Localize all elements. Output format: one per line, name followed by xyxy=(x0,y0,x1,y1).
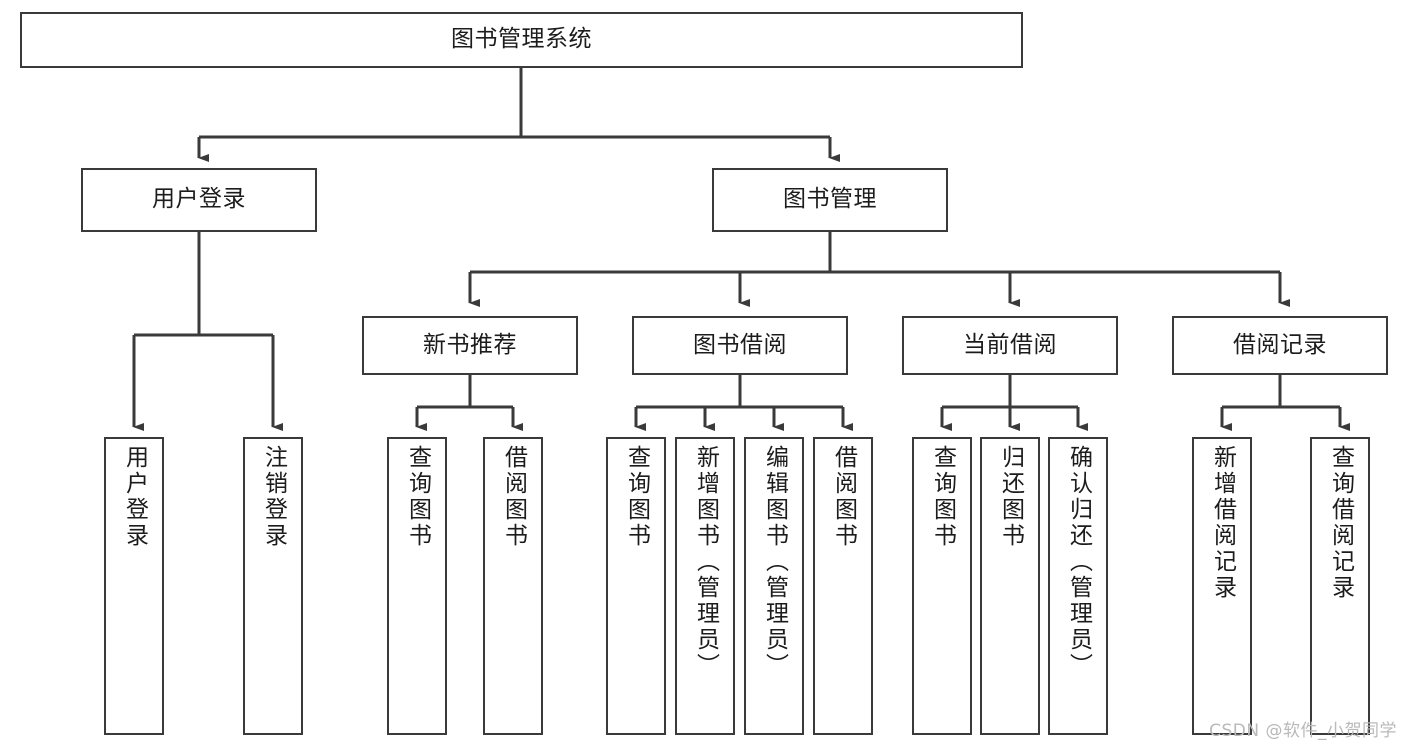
node-root[interactable]: 图书管理系统 xyxy=(20,12,1023,68)
leaf-current-0-label: 查询图书 xyxy=(929,445,956,549)
leaf-current-2-label: 确认归还（管理员） xyxy=(1065,445,1092,679)
leaf-new-book-1[interactable]: 借阅图书 xyxy=(483,437,543,735)
leaf-current-1[interactable]: 归还图书 xyxy=(980,437,1040,735)
node-borrow-record[interactable]: 借阅记录 xyxy=(1172,316,1388,375)
leaf-user-login-1[interactable]: 注销登录 xyxy=(243,437,303,735)
node-user-login[interactable]: 用户登录 xyxy=(81,168,317,232)
leaf-borrow-1[interactable]: 新增图书（管理员） xyxy=(675,437,735,735)
leaf-current-1-label: 归还图书 xyxy=(997,445,1024,549)
leaf-borrow-3[interactable]: 借阅图书 xyxy=(813,437,873,735)
node-user-login-label: 用户登录 xyxy=(152,186,246,213)
leaf-new-book-1-label: 借阅图书 xyxy=(500,445,527,549)
leaf-borrow-0-label: 查询图书 xyxy=(623,445,650,549)
leaf-borrow-2-label: 编辑图书（管理员） xyxy=(761,445,788,679)
leaf-user-login-0-label: 用户登录 xyxy=(121,445,148,549)
node-current-borrow[interactable]: 当前借阅 xyxy=(902,316,1118,375)
leaf-borrow-2[interactable]: 编辑图书（管理员） xyxy=(744,437,804,735)
node-new-book-recommend[interactable]: 新书推荐 xyxy=(362,316,578,375)
leaf-record-1-label: 查询借阅记录 xyxy=(1327,445,1354,601)
leaf-current-2[interactable]: 确认归还（管理员） xyxy=(1048,437,1108,735)
node-new-book-recommend-label: 新书推荐 xyxy=(423,331,517,358)
leaf-new-book-0[interactable]: 查询图书 xyxy=(387,437,447,735)
node-current-borrow-label: 当前借阅 xyxy=(963,331,1057,358)
node-book-borrow[interactable]: 图书借阅 xyxy=(632,316,848,375)
node-book-borrow-label: 图书借阅 xyxy=(693,331,787,358)
leaf-user-login-1-label: 注销登录 xyxy=(260,445,287,549)
leaf-record-0-label: 新增借阅记录 xyxy=(1209,445,1236,601)
csdn-watermark: CSDN @软件_小贺同学 xyxy=(1209,721,1397,741)
leaf-borrow-3-label: 借阅图书 xyxy=(830,445,857,549)
leaf-record-0[interactable]: 新增借阅记录 xyxy=(1192,437,1252,735)
node-book-management[interactable]: 图书管理 xyxy=(712,168,948,232)
node-root-label: 图书管理系统 xyxy=(451,26,592,53)
leaf-borrow-0[interactable]: 查询图书 xyxy=(606,437,666,735)
leaf-user-login-0[interactable]: 用户登录 xyxy=(104,437,164,735)
leaf-current-0[interactable]: 查询图书 xyxy=(912,437,972,735)
node-book-management-label: 图书管理 xyxy=(783,186,877,213)
leaf-borrow-1-label: 新增图书（管理员） xyxy=(692,445,719,679)
leaf-record-1[interactable]: 查询借阅记录 xyxy=(1310,437,1370,735)
node-borrow-record-label: 借阅记录 xyxy=(1233,331,1327,358)
leaf-new-book-0-label: 查询图书 xyxy=(404,445,431,549)
